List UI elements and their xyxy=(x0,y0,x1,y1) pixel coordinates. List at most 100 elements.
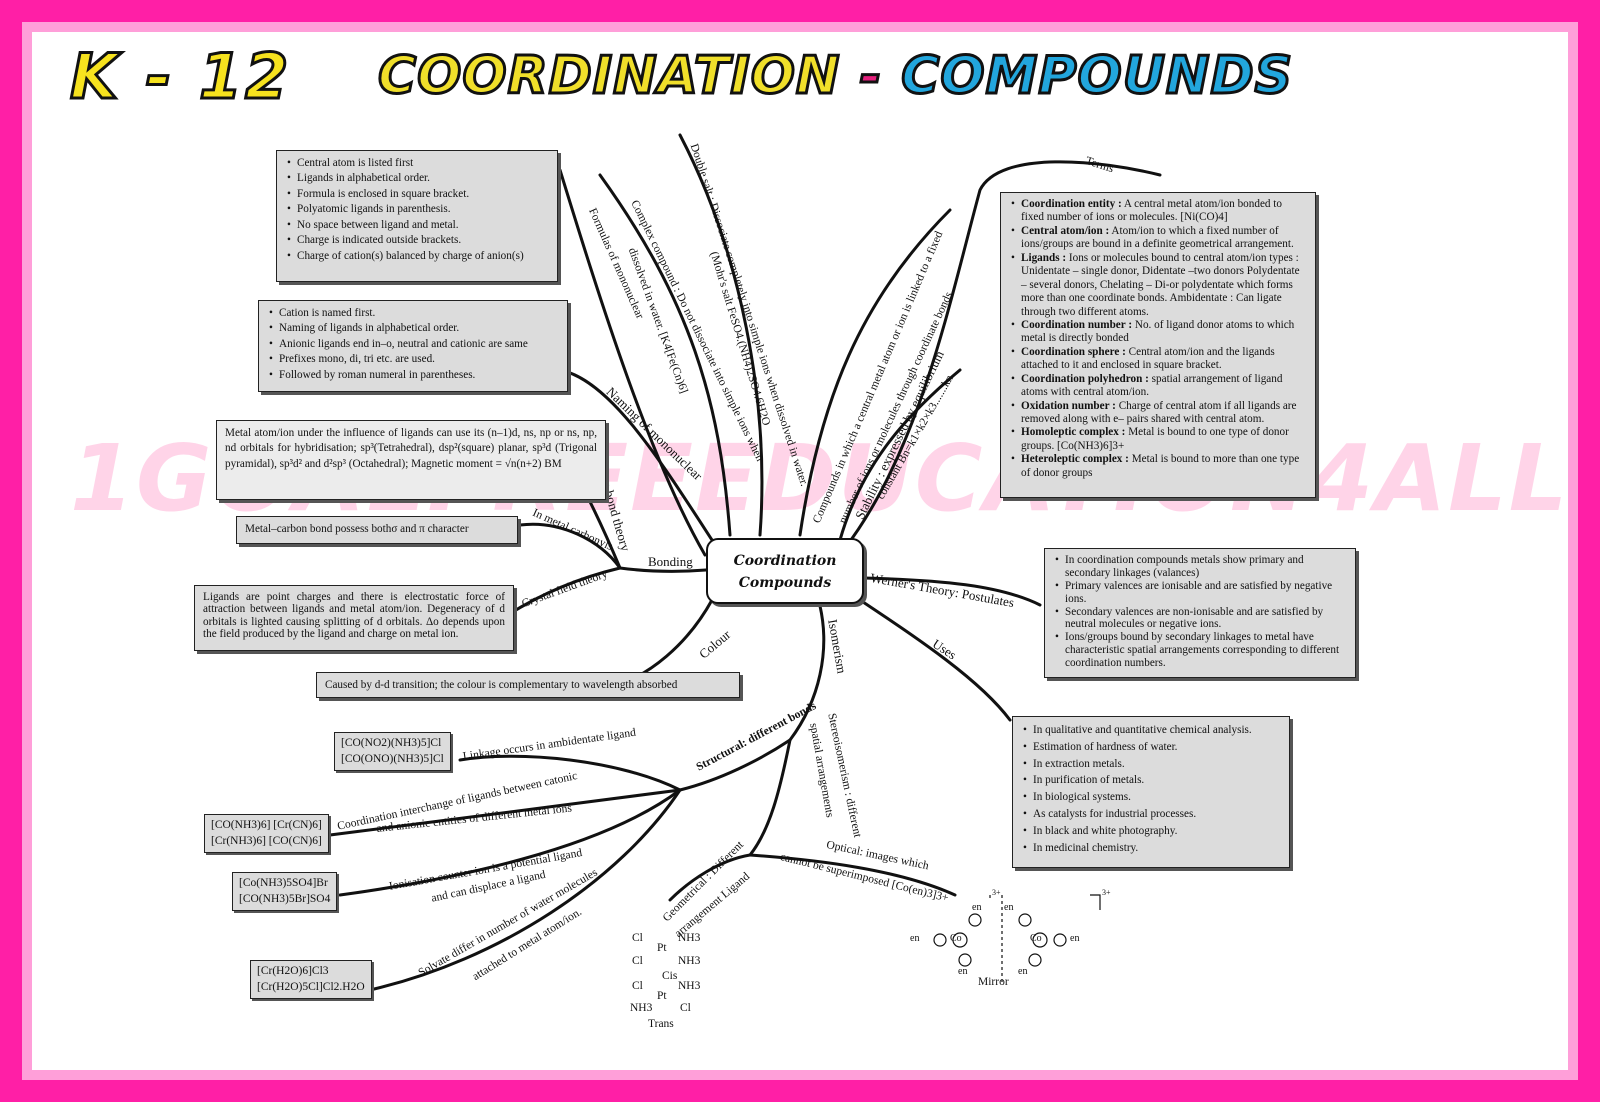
box-naming: Cation is named first. Naming of ligands… xyxy=(258,300,568,392)
term-name: Oxidation number : xyxy=(1021,399,1116,412)
list-item: In coordination compounds metals show pr… xyxy=(1055,554,1347,580)
list-item: Cation is named first. xyxy=(269,306,559,322)
k12-logo: K - 12 xyxy=(68,39,292,115)
term-name: Coordination entity : xyxy=(1021,198,1122,210)
box-terms: Coordination entity : A central metal at… xyxy=(1000,192,1316,498)
list-item: Formula is enclosed in square bracket. xyxy=(287,187,549,203)
list-item: In purification of metals. xyxy=(1023,772,1281,789)
title-dash: - xyxy=(840,45,902,108)
branch-ionisation xyxy=(338,788,682,897)
branch-bonding xyxy=(618,566,708,573)
list-item: Anionic ligands end in–o, neutral and ca… xyxy=(269,337,559,353)
list-item: In medicinal chemistry. xyxy=(1023,840,1281,857)
term-definition: Metal is bound to more than one type of … xyxy=(1021,453,1300,479)
formula: [CO(NH3)6] [Cr(CN)6] xyxy=(211,819,322,831)
branch-carbonyls xyxy=(518,522,622,570)
trans-structure-nh3-bottom: NH3 xyxy=(630,1002,653,1014)
optical-charge-left: 3+ xyxy=(992,888,1001,897)
cis-structure-cl-bottom: Cl xyxy=(632,955,643,967)
branch-solvate xyxy=(368,788,682,992)
formula: [CO(NH3)5Br]SO4 xyxy=(239,892,331,905)
label-bonding: Bonding xyxy=(648,554,693,569)
branch-linkage xyxy=(458,754,682,792)
box-uses: In qualitative and quantitative chemical… xyxy=(1012,716,1290,868)
branch-geometrical xyxy=(668,853,752,902)
cis-structure-nh3-bottom: NH3 xyxy=(678,955,701,967)
term-definition: No. of ligand donor atoms to which metal… xyxy=(1021,318,1295,345)
branch-definition xyxy=(798,208,952,537)
list-item: Prefixes mono, di, tri etc. are used. xyxy=(269,352,559,368)
box-werner: In coordination compounds metals show pr… xyxy=(1044,548,1356,678)
branch-uses xyxy=(858,598,1012,722)
term-item: Homoleptic complex : Metal is bound to o… xyxy=(1011,426,1307,453)
term-definition: spatial arrangement of ligand atoms with… xyxy=(1021,372,1283,399)
list-item: No space between ligand and metal. xyxy=(287,218,549,234)
term-item: Coordination polyhedron : spatial arrang… xyxy=(1011,372,1307,400)
list-item: Central atom is listed first xyxy=(287,156,549,172)
list-item: In extraction metals. xyxy=(1023,756,1281,773)
list-item: Estimation of hardness of water. xyxy=(1023,739,1281,756)
list-item: In qualitative and quantitative chemical… xyxy=(1023,722,1281,739)
term-definition: Metal is bound to one type of donor grou… xyxy=(1021,426,1289,452)
list-item: In biological systems. xyxy=(1023,789,1281,806)
formula-box-solvate: [Cr(H2O)6]Cl3[Cr(H2O)5Cl]Cl2.H2O xyxy=(250,960,372,1000)
box-colour: Caused by d-d transition; the colour is … xyxy=(316,672,740,698)
colour-text: Caused by d-d transition; the colour is … xyxy=(325,679,678,691)
trans-structure-cl-top: Cl xyxy=(632,980,643,992)
optical-en-1: en xyxy=(910,933,920,944)
formula-box-coordination: [CO(NH3)6] [Cr(CN)6][Cr(NH3)6] [CO(CN)6] xyxy=(204,814,329,854)
term-item: Central atom/ion : Atom/ion to which a f… xyxy=(1011,224,1307,252)
trans-structure-nh3-top: NH3 xyxy=(678,980,701,992)
page-title: COORDINATION - COMPOUNDS xyxy=(376,45,1293,108)
branch-werner xyxy=(862,576,1042,607)
term-item: Coordination entity : A central metal at… xyxy=(1011,198,1307,225)
mirror-label: Mirror xyxy=(978,976,1009,988)
title-word-coordination: COORDINATION xyxy=(376,45,841,108)
list-item: Ions/groups bound by secondary linkages … xyxy=(1055,631,1347,670)
list-item: Ligands in alphabetical order. xyxy=(287,171,549,187)
term-name: Homoleptic complex : xyxy=(1021,426,1126,439)
optical-co-left: Co xyxy=(950,933,962,944)
list-item: Charge of cation(s) balanced by charge o… xyxy=(287,249,549,265)
term-name: Coordination number : xyxy=(1021,318,1133,331)
formula: [Cr(H2O)6]Cl3 xyxy=(257,965,329,977)
branch-isomerism xyxy=(788,604,826,742)
box-crystal-field: Ligands are point charges and there is e… xyxy=(194,585,514,651)
branch-structural xyxy=(678,738,792,792)
list-item: Secondary valences are non-ionisable and… xyxy=(1055,606,1347,632)
box-valence-bond: Metal atom/ion under the influence of li… xyxy=(216,420,606,500)
branch-complex xyxy=(598,173,732,537)
central-topic-line2: Compounds xyxy=(738,575,832,591)
term-definition: Central atom/ion and the ligands attache… xyxy=(1021,345,1275,372)
cis-structure-nh3-top: NH3 xyxy=(678,932,701,944)
cis-structure-cl-top: Cl xyxy=(632,932,643,944)
optical-en-5: en xyxy=(1004,902,1014,913)
branch-optical xyxy=(748,853,957,897)
cis-structure-pt: Pt xyxy=(657,942,667,954)
branch-stability xyxy=(838,368,962,542)
cis-label: Cis xyxy=(662,970,678,982)
branch-stereo xyxy=(748,738,792,857)
term-definition: A central metal atom/ion bonded to fixed… xyxy=(1021,198,1283,224)
list-item: In black and white photography. xyxy=(1023,823,1281,840)
list-item: Charge is indicated outside brackets. xyxy=(287,233,549,249)
term-definition: Ions or molecules bound to central atom/… xyxy=(1021,251,1300,318)
term-name: Ligands : xyxy=(1021,251,1067,264)
metal-carbonyls-text: Metal–carbon bond possess bothσ and π ch… xyxy=(245,523,469,535)
term-item: Oxidation number : Charge of central ato… xyxy=(1011,399,1307,427)
valence-bond-text: Metal atom/ion under the influence of li… xyxy=(225,427,597,470)
trans-label: Trans xyxy=(648,1018,674,1030)
optical-co-right: Co xyxy=(1030,933,1042,944)
formula-box-linkage: [CO(NO2)(NH3)5]Cl[CO(ONO)(NH3)5]Cl xyxy=(334,732,451,772)
list-item: As catalysts for industrial processes. xyxy=(1023,806,1281,823)
trans-structure-pt: Pt xyxy=(657,990,667,1002)
term-definition: Atom/ion to which a fixed number of ions… xyxy=(1021,224,1294,251)
optical-charge-right: 3+ xyxy=(1102,888,1111,897)
term-definition: Charge of central atom if all ligands ar… xyxy=(1021,399,1297,425)
branch-formulas xyxy=(558,168,707,557)
branch-terms xyxy=(843,160,1162,550)
term-name: Coordination sphere : xyxy=(1021,345,1126,358)
optical-en-4: en xyxy=(1070,933,1080,944)
term-name: Coordination polyhedron : xyxy=(1021,372,1149,385)
